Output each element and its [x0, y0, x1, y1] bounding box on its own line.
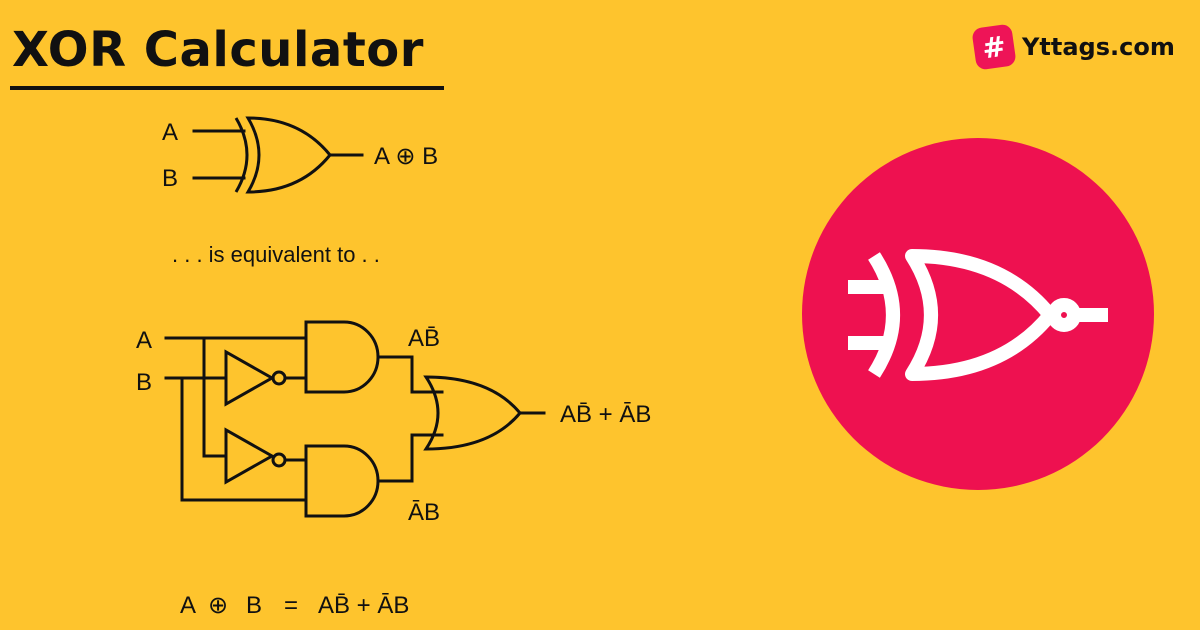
eq-lhs-a: A [180, 592, 196, 619]
and-gate-2 [304, 444, 380, 518]
and1-output-label: AB̄ [408, 325, 440, 352]
bottom-input-b-label: B [136, 369, 152, 396]
bottom-input-a-label: A [136, 327, 152, 354]
wire-and1-out [376, 355, 444, 394]
and-gate-1 [304, 320, 380, 394]
xor-body [245, 116, 332, 194]
top-input-a-label: A [162, 119, 178, 146]
title-underline [10, 86, 444, 90]
eq-equals: = [284, 592, 298, 619]
eq-op: ⊕ [208, 592, 228, 619]
equation: A ⊕ B = AB̄ + ĀB [180, 592, 409, 619]
xor-gate-top: A B A ⊕ B [162, 116, 438, 194]
xnor-gate-icon [848, 249, 1108, 381]
xor-diagram: A B A ⊕ B . . . is equivalent to . . A B [136, 116, 651, 619]
eq-lhs-b: B [246, 592, 262, 619]
wire-b-to-and2 [180, 376, 308, 502]
wire-a-to-not2 [202, 336, 228, 458]
logo-circle [802, 138, 1154, 490]
not-gate-2 [224, 427, 276, 485]
wire-and2-out [376, 433, 444, 483]
not-gate-2-bubble [271, 452, 287, 468]
top-input-b-label: B [162, 165, 178, 192]
eq-rhs: AB̄ + ĀB [318, 592, 409, 619]
not-gate-1 [224, 349, 276, 407]
xor-back-curve [234, 117, 249, 193]
brand-logo[interactable]: # Yttags.com [971, 23, 1175, 71]
or-gate [423, 375, 522, 451]
page-title: XOR Calculator [12, 22, 424, 78]
or-output-label: AB̄ + ĀB [560, 401, 651, 428]
brand-name: Yttags.com [1022, 33, 1175, 61]
equivalent-circuit: A B AB̄ ĀB AB̄ + ĀB [136, 320, 651, 526]
and2-output-label: ĀB [408, 499, 440, 526]
top-output-label: A ⊕ B [374, 143, 438, 170]
equivalent-text: . . . is equivalent to . . [172, 242, 380, 267]
hash-icon: # [971, 23, 1017, 71]
